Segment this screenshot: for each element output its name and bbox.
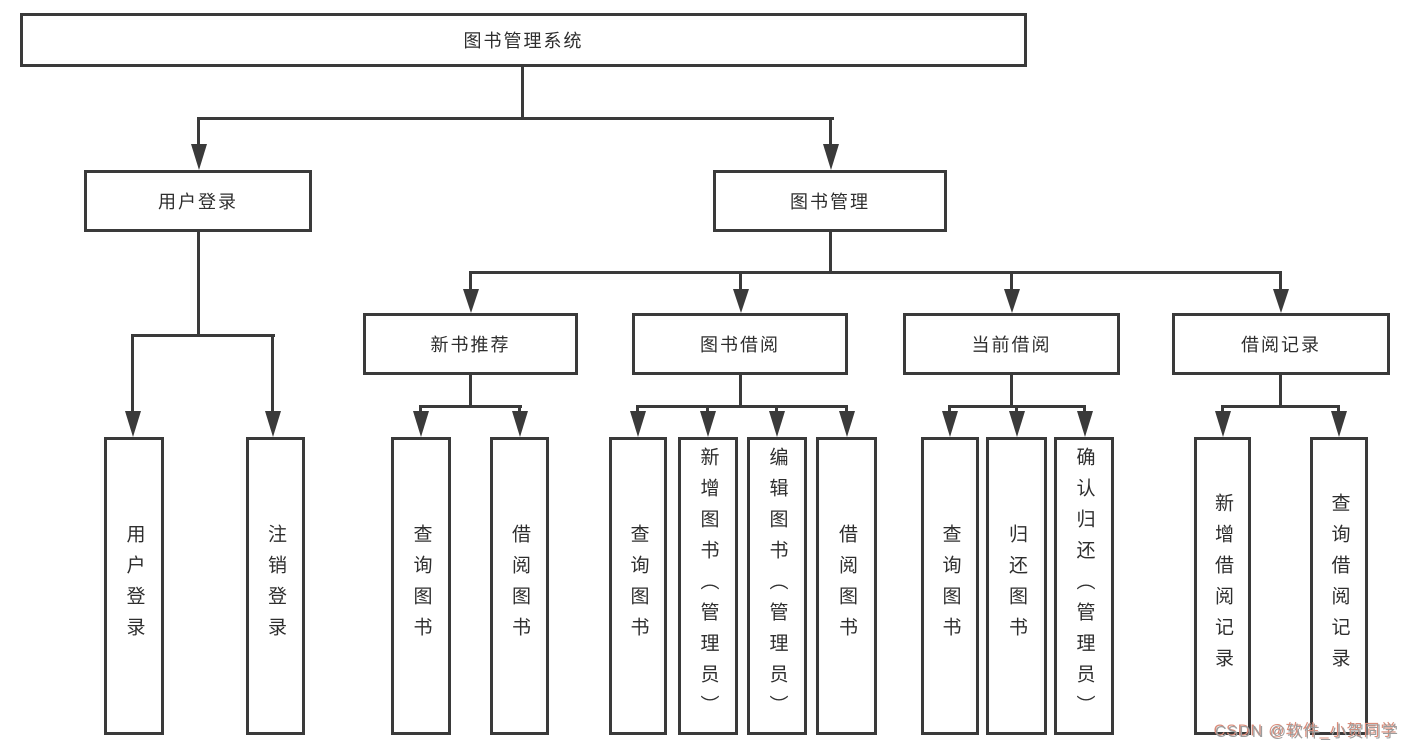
connector-line — [1221, 405, 1340, 408]
connector-line — [845, 405, 848, 414]
connector-line — [518, 405, 521, 414]
leaf-label: 借阅图书 — [836, 524, 857, 648]
leaf-label: 新增借阅记录 — [1212, 493, 1233, 679]
node-current-borrow: 当前借阅 — [903, 313, 1120, 375]
leaf-confirm-return-admin: 确认归还（管理员） — [1054, 437, 1114, 735]
connector-line — [739, 271, 742, 291]
node-book-management: 图书管理 — [713, 170, 947, 232]
connector-line — [1010, 271, 1013, 291]
leaf-query-books-current: 查询图书 — [921, 437, 979, 735]
connector-arrowhead — [1273, 289, 1289, 313]
connector-line — [469, 271, 472, 291]
node-current-borrow-label: 当前借阅 — [971, 335, 1052, 355]
leaf-label: 查询图书 — [627, 524, 649, 648]
leaf-label: 查询借阅记录 — [1328, 493, 1350, 679]
connector-line — [469, 271, 1282, 274]
connector-line — [948, 405, 951, 414]
connector-line — [636, 405, 848, 408]
leaf-logout: 注销登录 — [246, 437, 305, 735]
leaf-add-book-admin: 新增图书（管理员） — [678, 437, 738, 735]
leaf-label: 查询图书 — [939, 524, 961, 648]
leaf-label: 借阅图书 — [509, 524, 530, 648]
node-root-label: 图书管理系统 — [463, 31, 584, 51]
node-book-management-label: 图书管理 — [790, 192, 870, 212]
node-new-book-recommend-label: 新书推荐 — [430, 335, 511, 355]
connector-arrowhead — [1004, 289, 1020, 313]
node-book-borrow: 图书借阅 — [632, 313, 848, 375]
connector-arrowhead — [823, 144, 839, 170]
connector-line — [197, 117, 834, 120]
connector-line — [1221, 405, 1224, 414]
leaf-label: 确认归还（管理员） — [1073, 446, 1095, 726]
leaf-query-books-borrow: 查询图书 — [609, 437, 667, 735]
node-root: 图书管理系统 — [20, 13, 1027, 67]
node-user-login-label: 用户登录 — [158, 192, 238, 212]
connector-line — [1279, 375, 1282, 408]
connector-arrowhead — [512, 411, 528, 437]
connector-line — [197, 117, 200, 146]
connector-line — [636, 405, 639, 414]
connector-arrowhead — [1009, 411, 1025, 437]
node-book-borrow-label: 图书借阅 — [700, 335, 780, 355]
connector-arrowhead — [1077, 411, 1093, 437]
connector-arrowhead — [463, 289, 479, 313]
connector-arrowhead — [1331, 411, 1347, 437]
connector-line — [1083, 405, 1086, 414]
connector-arrowhead — [630, 411, 646, 437]
leaf-query-books-recommend: 查询图书 — [391, 437, 451, 735]
leaf-borrow-books: 借阅图书 — [816, 437, 877, 735]
connector-line — [706, 405, 709, 414]
connector-arrowhead — [191, 144, 207, 170]
leaf-label: 新增图书（管理员） — [697, 446, 719, 726]
leaf-edit-book-admin: 编辑图书（管理员） — [747, 437, 807, 735]
connector-arrowhead — [700, 411, 716, 437]
leaf-label: 查询图书 — [410, 524, 432, 648]
connector-line — [829, 117, 832, 146]
connector-line — [521, 67, 524, 120]
connector-line — [419, 405, 422, 414]
node-borrow-records-label: 借阅记录 — [1241, 335, 1321, 355]
csdn-watermark: CSDN @软件_小贺同学 — [1215, 724, 1399, 741]
connector-line — [419, 405, 522, 408]
connector-line — [197, 232, 200, 337]
connector-line — [739, 375, 742, 408]
connector-line — [131, 334, 275, 337]
node-new-book-recommend: 新书推荐 — [363, 313, 578, 375]
connector-line — [775, 405, 778, 414]
connector-arrowhead — [413, 411, 429, 437]
connector-arrowhead — [125, 411, 141, 437]
connector-arrowhead — [839, 411, 855, 437]
connector-arrowhead — [265, 411, 281, 437]
connector-line — [469, 375, 472, 408]
connector-line — [131, 334, 134, 414]
leaf-add-borrow-record: 新增借阅记录 — [1194, 437, 1251, 735]
leaf-label: 归还图书 — [1006, 524, 1027, 648]
connector-line — [1015, 405, 1018, 414]
leaf-label: 注销登录 — [265, 524, 286, 648]
node-borrow-records: 借阅记录 — [1172, 313, 1390, 375]
connector-line — [1010, 375, 1013, 408]
connector-arrowhead — [1215, 411, 1231, 437]
connector-line — [1337, 405, 1340, 414]
leaf-label: 编辑图书（管理员） — [766, 446, 788, 726]
leaf-label: 用户登录 — [123, 524, 145, 648]
connector-arrowhead — [769, 411, 785, 437]
leaf-borrow-books-recommend: 借阅图书 — [490, 437, 549, 735]
connector-line — [829, 232, 832, 274]
connector-arrowhead — [942, 411, 958, 437]
connector-line — [271, 334, 274, 414]
leaf-query-borrow-record: 查询借阅记录 — [1310, 437, 1368, 735]
connector-line — [1279, 271, 1282, 291]
connector-arrowhead — [733, 289, 749, 313]
leaf-user-login: 用户登录 — [104, 437, 164, 735]
leaf-return-book: 归还图书 — [986, 437, 1047, 735]
node-user-login: 用户登录 — [84, 170, 312, 232]
